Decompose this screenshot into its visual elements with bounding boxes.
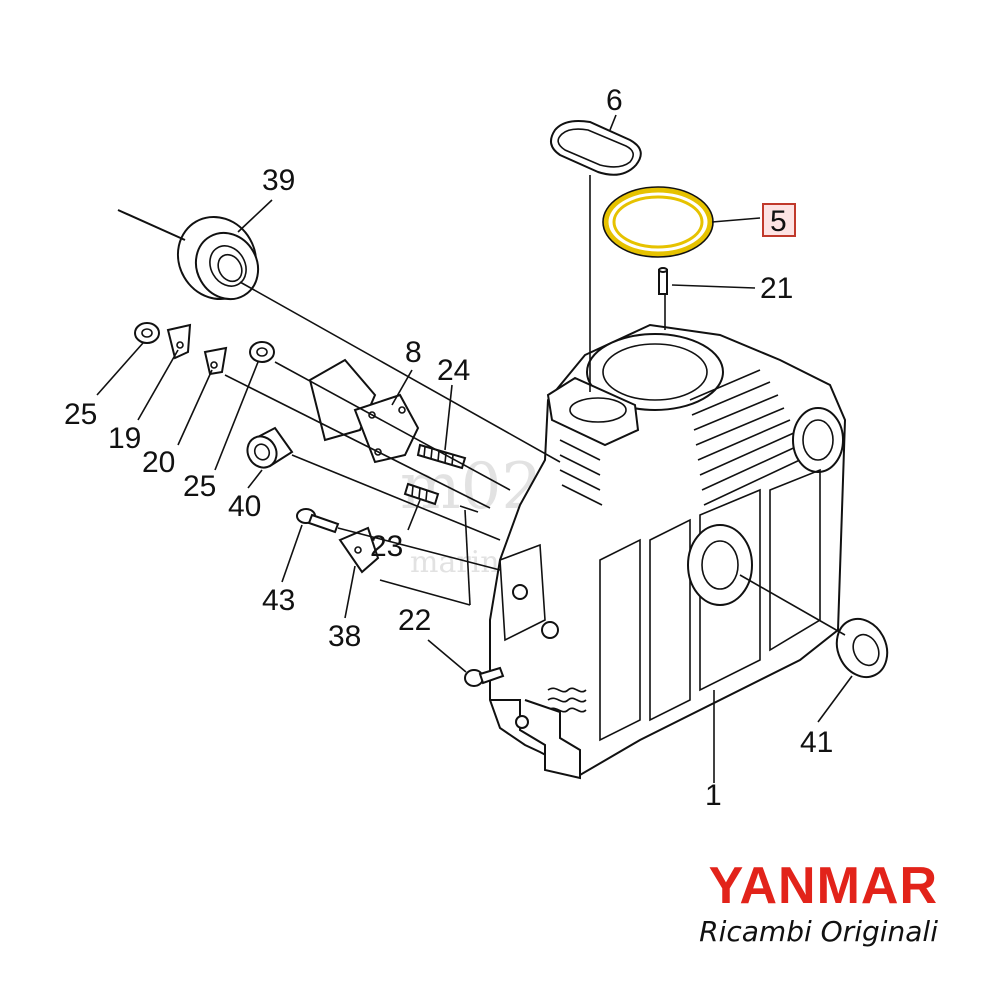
- governor-spring: [547, 687, 587, 713]
- callout-40: 40: [228, 490, 261, 523]
- oil-seal-part-39: [176, 215, 260, 301]
- bolt-part-22: [464, 666, 505, 687]
- dowel-pin-part-21: [658, 267, 668, 295]
- callout-38: 38: [328, 620, 361, 653]
- callout-41: 41: [800, 726, 833, 759]
- callout-23: 23: [370, 530, 403, 563]
- gasket-part-6: [550, 120, 642, 176]
- callout-8: 8: [405, 336, 422, 369]
- callout-19: 19: [108, 422, 141, 455]
- callout-6: 6: [606, 84, 623, 117]
- nut-part-25-upper: [134, 322, 160, 344]
- bushing-part-40: [246, 426, 294, 469]
- nut-part-25-lower: [249, 341, 275, 363]
- brand-block: YANMAR Ricambi Originali: [699, 858, 938, 950]
- callout-1: 1: [705, 779, 722, 812]
- callout-25-lower: 25: [183, 470, 216, 503]
- callout-22: 22: [398, 604, 431, 637]
- callout-25-upper: 25: [64, 398, 97, 431]
- callout-20: 20: [142, 446, 175, 479]
- callout-39: 39: [262, 164, 295, 197]
- callout-leaders: [96, 114, 853, 783]
- brand-subtitle: Ricambi Originali: [699, 915, 938, 948]
- plate-part-38: [338, 526, 380, 574]
- stud-part-24: [416, 443, 467, 470]
- callout-24: 24: [437, 354, 470, 387]
- callout-numbers: 1 5 6 8 19 20 21 22 23 24 25 25 38 39 40…: [64, 84, 833, 812]
- stud-part-23: [403, 482, 440, 506]
- crankcase-part: [489, 323, 847, 780]
- highlight-box-part-5: [762, 203, 796, 237]
- assembly-lines: [117, 175, 846, 636]
- bracket-part-20: [203, 346, 228, 376]
- bolt-part-43: [296, 508, 340, 534]
- yanmar-logo: YANMAR: [708, 857, 938, 915]
- callout-5: 5: [770, 205, 787, 238]
- callout-21: 21: [760, 272, 793, 305]
- bracket-part-19: [166, 323, 192, 360]
- callout-43: 43: [262, 584, 295, 617]
- ring-part-5: [602, 186, 714, 258]
- cover-part-8: [308, 358, 420, 464]
- oil-seal-part-41: [835, 617, 889, 679]
